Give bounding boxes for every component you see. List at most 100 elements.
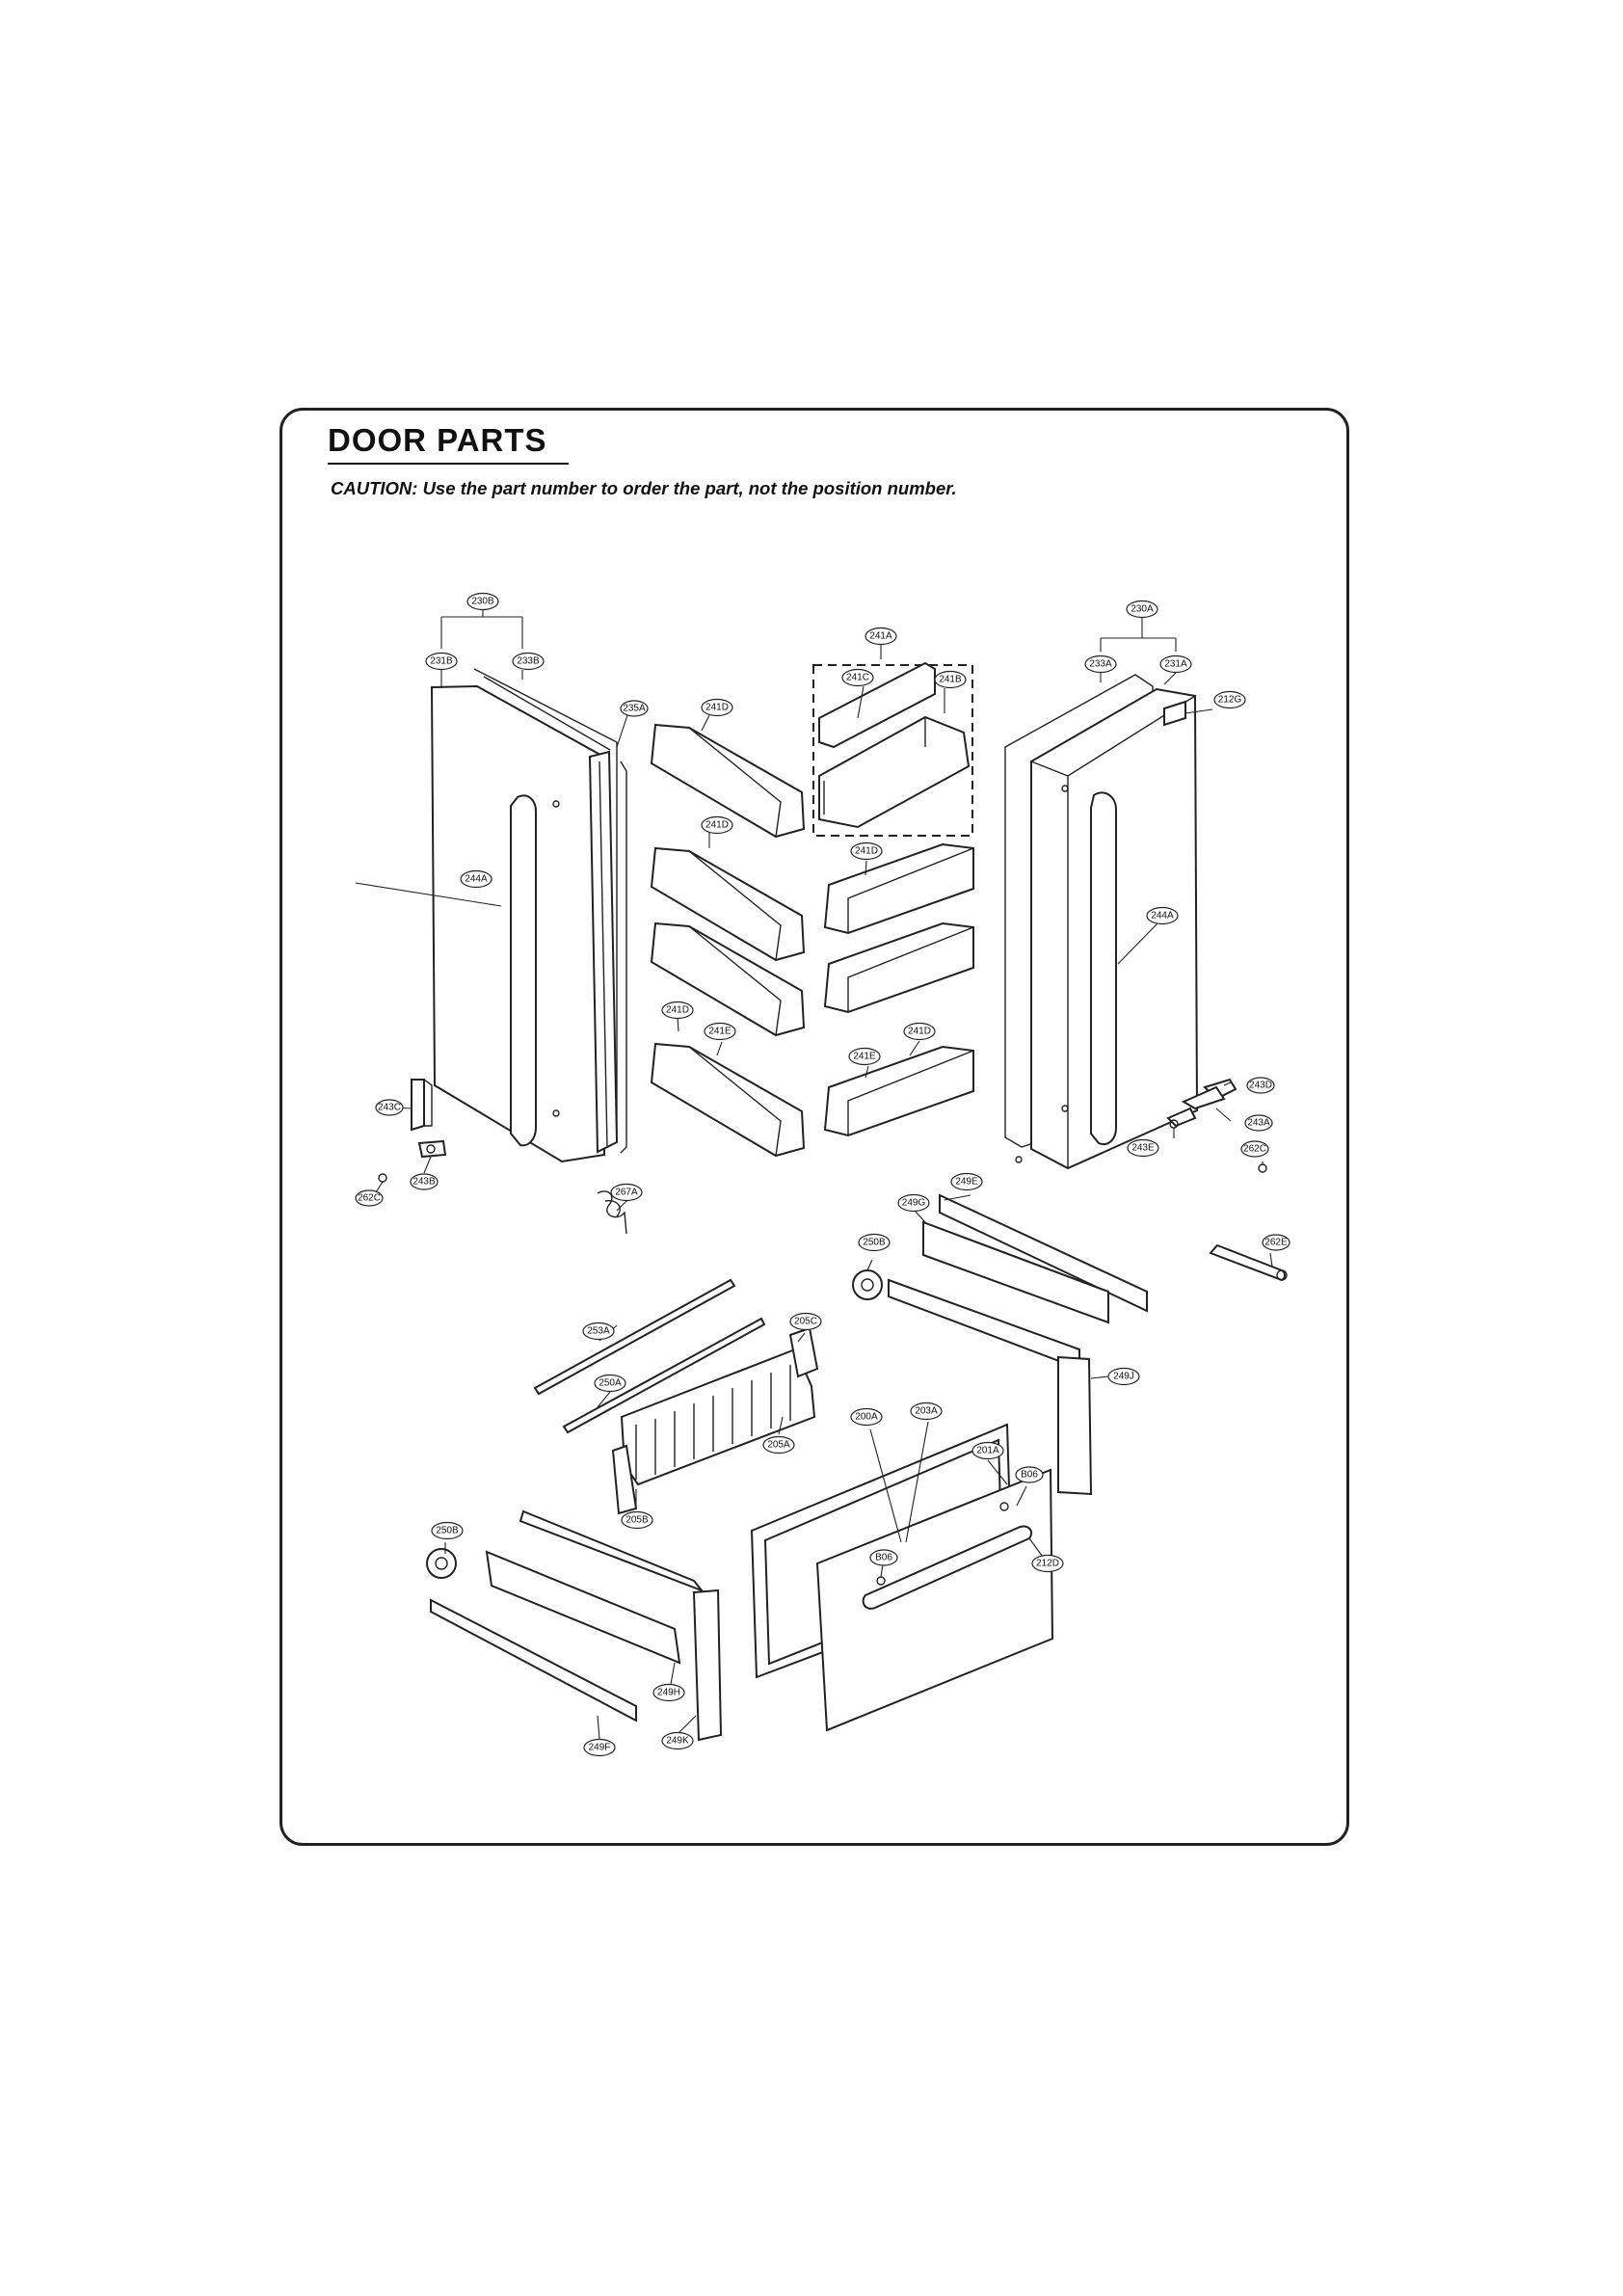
- part-label: B06: [869, 1549, 898, 1566]
- svg-text:241D: 241D: [705, 820, 729, 831]
- svg-text:231A: 231A: [1164, 659, 1187, 670]
- caution-note: CAUTION: Use the part number to order th…: [331, 478, 957, 498]
- svg-text:249K: 249K: [666, 1736, 689, 1747]
- part-label: 241A: [865, 627, 897, 646]
- svg-text:249H: 249H: [657, 1688, 680, 1698]
- svg-text:233A: 233A: [1089, 659, 1112, 670]
- part-label: 267A: [610, 1183, 643, 1202]
- part-label: 212G: [1213, 690, 1246, 709]
- svg-text:262C: 262C: [358, 1193, 381, 1204]
- part-label: 241C: [841, 668, 874, 687]
- svg-text:B06: B06: [875, 1553, 892, 1563]
- part-label: 249J: [1107, 1367, 1140, 1386]
- svg-text:250A: 250A: [599, 1378, 622, 1389]
- svg-text:241C: 241C: [846, 673, 869, 683]
- part-label: 235A: [620, 700, 649, 717]
- svg-text:249F: 249F: [589, 1743, 611, 1753]
- svg-text:241D: 241D: [705, 703, 729, 713]
- svg-text:253A: 253A: [587, 1326, 610, 1337]
- part-label: 205C: [789, 1312, 822, 1331]
- part-label: 230B: [466, 592, 499, 611]
- part-label: 249F: [583, 1738, 616, 1757]
- svg-text:B06: B06: [1021, 1470, 1038, 1481]
- svg-text:205B: 205B: [625, 1515, 649, 1526]
- part-label: 205A: [762, 1435, 795, 1455]
- svg-text:244A: 244A: [1151, 911, 1174, 921]
- svg-text:241D: 241D: [666, 1005, 689, 1016]
- part-label: 241E: [704, 1022, 736, 1041]
- part-label: 249H: [652, 1683, 685, 1702]
- part-label: 250B: [858, 1233, 891, 1252]
- svg-text:243C: 243C: [378, 1103, 401, 1113]
- part-label: 205B: [621, 1510, 653, 1530]
- freezer-drawer-drawing: [750, 1423, 1054, 1732]
- part-label: 212D: [1031, 1554, 1064, 1573]
- part-label: 241D: [661, 1001, 694, 1020]
- svg-text:205C: 205C: [794, 1317, 817, 1327]
- svg-text:241B: 241B: [939, 675, 962, 685]
- title-underline: [328, 463, 569, 465]
- part-labels: 230B 231B 233B 235A 241D 241A 241C 241B …: [355, 592, 1290, 1757]
- part-label: 243E: [1127, 1138, 1159, 1158]
- svg-text:205A: 205A: [767, 1440, 790, 1451]
- part-label: 241D: [701, 815, 733, 835]
- part-label: 243B: [410, 1173, 439, 1190]
- part-label: 241D: [903, 1022, 936, 1041]
- svg-text:230A: 230A: [1131, 604, 1154, 615]
- part-label: 244A: [460, 869, 492, 889]
- part-label: 262C: [1240, 1140, 1269, 1158]
- page-title: DOOR PARTS: [328, 422, 547, 458]
- svg-text:241D: 241D: [855, 846, 878, 857]
- svg-text:244A: 244A: [465, 874, 488, 885]
- diagram-frame: [279, 408, 1349, 1846]
- part-label: 241D: [701, 698, 733, 717]
- part-label: 231A: [1159, 654, 1192, 674]
- svg-text:201A: 201A: [976, 1446, 999, 1456]
- svg-text:241A: 241A: [869, 631, 892, 642]
- svg-text:200A: 200A: [855, 1412, 878, 1423]
- part-label: 201A: [971, 1441, 1004, 1460]
- part-label: 250A: [594, 1374, 626, 1393]
- part-label: 241D: [850, 841, 883, 861]
- part-label: 243A: [1244, 1114, 1273, 1132]
- svg-text:243E: 243E: [1131, 1143, 1155, 1154]
- svg-text:241E: 241E: [853, 1052, 876, 1062]
- part-label: 233A: [1084, 654, 1117, 674]
- svg-text:250B: 250B: [436, 1526, 459, 1536]
- part-label: 233B: [512, 652, 545, 671]
- part-label: 203A: [910, 1402, 943, 1421]
- right-door-drawing: [1004, 674, 1199, 1170]
- svg-text:241E: 241E: [708, 1027, 732, 1037]
- svg-text:241D: 241D: [908, 1027, 931, 1037]
- svg-text:249E: 249E: [955, 1177, 978, 1188]
- left-brackets-drawing: [378, 1079, 627, 1235]
- svg-text:235A: 235A: [623, 704, 646, 714]
- svg-text:243A: 243A: [1247, 1118, 1270, 1129]
- svg-text:203A: 203A: [915, 1406, 938, 1417]
- svg-text:249G: 249G: [902, 1198, 926, 1209]
- part-label: 250B: [431, 1521, 464, 1540]
- svg-text:262C: 262C: [1243, 1144, 1266, 1155]
- part-label: B06: [1015, 1466, 1044, 1483]
- svg-text:212D: 212D: [1036, 1559, 1059, 1569]
- svg-text:243B: 243B: [412, 1177, 436, 1188]
- svg-text:250B: 250B: [863, 1238, 886, 1248]
- part-label: 200A: [850, 1407, 883, 1427]
- part-label: 230A: [1126, 600, 1158, 619]
- svg-text:262E: 262E: [1264, 1238, 1288, 1248]
- part-label: 231B: [425, 652, 458, 671]
- right-hinge-drawing: [1166, 1078, 1288, 1282]
- svg-text:249J: 249J: [1113, 1372, 1134, 1382]
- svg-text:267A: 267A: [615, 1188, 638, 1198]
- part-label: 249G: [897, 1193, 930, 1213]
- svg-text:243D: 243D: [1249, 1081, 1272, 1091]
- part-label: 244A: [1146, 906, 1179, 925]
- svg-text:233B: 233B: [517, 656, 540, 667]
- part-label: 249K: [661, 1731, 694, 1750]
- part-label: 262E: [1262, 1234, 1290, 1251]
- part-label: 243D: [1246, 1077, 1275, 1094]
- svg-text:231B: 231B: [430, 656, 453, 667]
- part-label: 262C: [355, 1189, 384, 1207]
- part-label: 243C: [375, 1099, 404, 1116]
- svg-text:212G: 212G: [1218, 695, 1242, 706]
